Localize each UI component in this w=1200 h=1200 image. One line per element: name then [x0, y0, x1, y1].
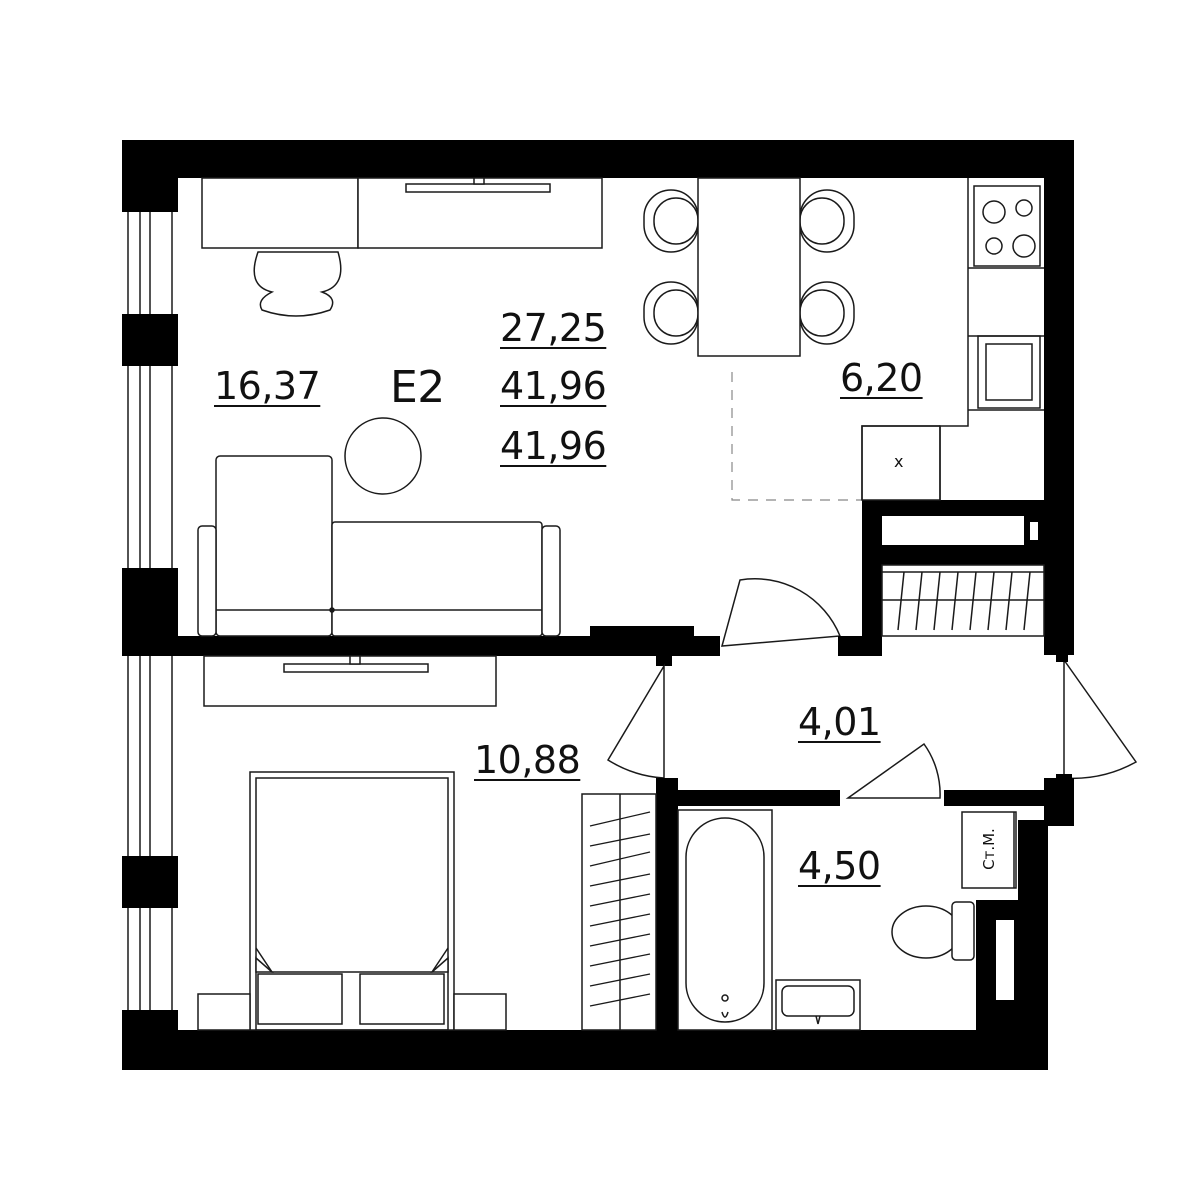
apartment-code: E2 — [390, 362, 445, 413]
desk-chair — [253, 251, 342, 317]
hall-area: 4,01 — [798, 700, 881, 744]
total-area: 41,96 — [500, 364, 607, 408]
doors — [606, 578, 1138, 799]
wall-bath-top — [656, 790, 840, 806]
sofa-armchair — [215, 455, 333, 637]
wall-left-pier-4 — [122, 856, 178, 908]
walls — [122, 140, 1074, 1070]
total-area-with-balcony: 41,96 — [500, 424, 607, 468]
pantry-notches — [882, 516, 1038, 1000]
windows — [127, 212, 173, 1010]
living-area: 27,25 — [500, 306, 607, 350]
wall-left-pier-5 — [122, 1010, 178, 1070]
stove — [973, 185, 1041, 267]
wall-pantry-left — [862, 500, 882, 656]
bed-pillow-left — [257, 973, 343, 1025]
washing-machine-label: Ст.М. — [980, 828, 998, 870]
bathroom-area: 4,50 — [798, 844, 881, 888]
sofa-arm-left — [197, 525, 217, 637]
tv-stand — [203, 655, 497, 707]
toilet — [891, 905, 961, 959]
wall-bath-top-right — [944, 790, 1048, 806]
living-furniture — [197, 177, 603, 637]
nightstand-left — [197, 993, 251, 1031]
desk — [201, 177, 359, 249]
pantry-shelves — [881, 564, 1045, 637]
dining — [643, 177, 855, 357]
wall-partition-thick — [590, 626, 694, 640]
wall-pantry-bottom — [848, 636, 882, 656]
wardrobe — [581, 793, 657, 1031]
wall-partition-living-bedroom — [178, 636, 720, 656]
wall-right-bottom — [1018, 820, 1048, 1070]
bathroom-fixtures — [677, 809, 1017, 1031]
sofa-arm-right — [541, 525, 561, 637]
wall-left-pier-1 — [122, 140, 178, 212]
bedroom-furniture — [197, 655, 657, 1031]
bedroom-area: 10,88 — [474, 738, 581, 782]
dining-table — [697, 177, 801, 357]
washing-machine — [961, 811, 1017, 889]
kitchen-cabinet-fridge — [861, 425, 941, 501]
sofa-main — [331, 521, 543, 637]
wall-pantry-mid — [862, 545, 1044, 565]
living-room-area: 16,37 — [214, 364, 321, 408]
wall-top — [122, 140, 1074, 178]
wall-left-pier-3 — [122, 568, 178, 656]
wall-hall-jamb-1 — [656, 654, 672, 666]
kitchen-area: 6,20 — [840, 356, 923, 400]
wall-left-pier-2 — [122, 314, 178, 366]
bed-pillow-right — [359, 973, 445, 1025]
tv — [405, 183, 551, 193]
wall-right-upper — [1044, 140, 1074, 655]
wall-bottom — [122, 1030, 1048, 1070]
wall-bath-left — [656, 778, 678, 1070]
nightstand-right — [453, 993, 507, 1031]
coffee-table — [344, 417, 422, 495]
kitchen-mark: x — [894, 452, 904, 471]
wall-pantry-top — [862, 500, 1044, 516]
kitchen — [861, 178, 1044, 501]
